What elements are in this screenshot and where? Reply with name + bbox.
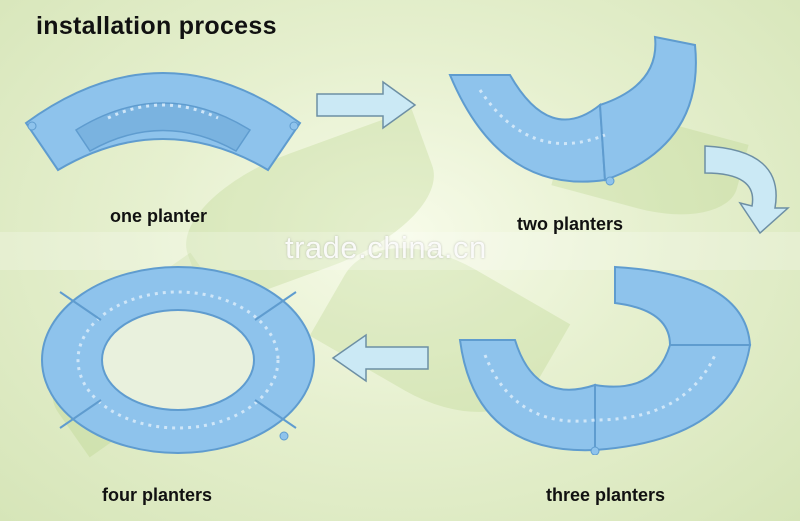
two-planters-image [448, 35, 697, 186]
one-planter-image [24, 72, 302, 172]
arrow-curve-down-icon [704, 145, 790, 235]
arrow-left-icon [331, 333, 429, 383]
page-title: installation process [36, 12, 277, 40]
four-planters-image [41, 266, 315, 454]
watermark-band [0, 232, 800, 270]
step-label-four-planters: four planters [102, 485, 213, 505]
three-planters-image [458, 265, 752, 455]
step-label-two-planters: two planters [517, 214, 624, 234]
step-label-one-planter: one planter [110, 206, 208, 226]
watermark-text: trade.china.cn [285, 230, 487, 265]
arrow-right-icon [316, 80, 417, 130]
step-label-three-planters: three planters [546, 485, 666, 505]
